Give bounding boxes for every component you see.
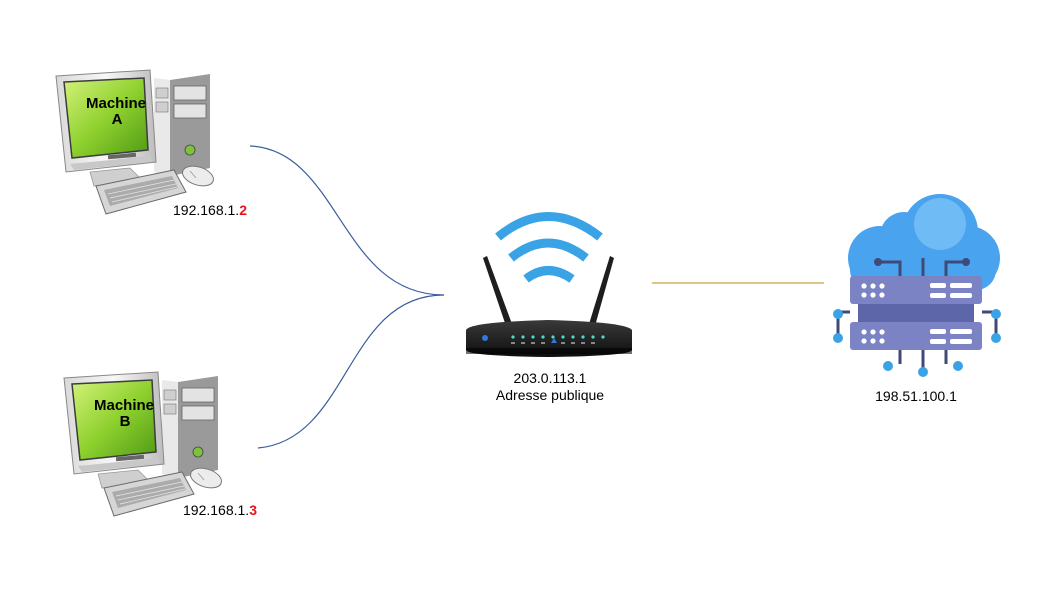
cloud-server-icon [833,194,1001,377]
router-ip: 203.0.113.1 [513,370,587,386]
machine-b-screen-line2: B [120,413,131,430]
wifi-router-icon [466,212,632,357]
server-ip-label: 198.51.100.1 [856,388,976,405]
lan-link-machine-a [249,145,445,296]
machine-a-screen-line2: A [112,111,123,128]
router-label: 203.0.113.1 Adresse publique [470,370,630,404]
router-public-address-label: Adresse publique [495,387,605,403]
machine-b-ip-label: 192.168.1.3 [160,502,280,519]
machine-a-computer-icon: Machine A [55,69,217,215]
lan-link-machine-b [257,294,445,449]
machine-a-ip-suffix: 2 [239,202,247,218]
machine-a-ip-label: 192.168.1.2 [150,202,270,219]
machine-b-computer-icon: Machine B [63,371,225,517]
machine-a-ip-prefix: 192.168.1. [173,202,240,218]
machine-a-screen-line1: Machine [86,95,146,112]
machine-b-ip-prefix: 192.168.1. [183,502,250,518]
server-ip: 198.51.100.1 [875,388,957,404]
machine-b-ip-suffix: 3 [249,502,257,518]
machine-b-screen-line1: Machine [94,397,154,414]
